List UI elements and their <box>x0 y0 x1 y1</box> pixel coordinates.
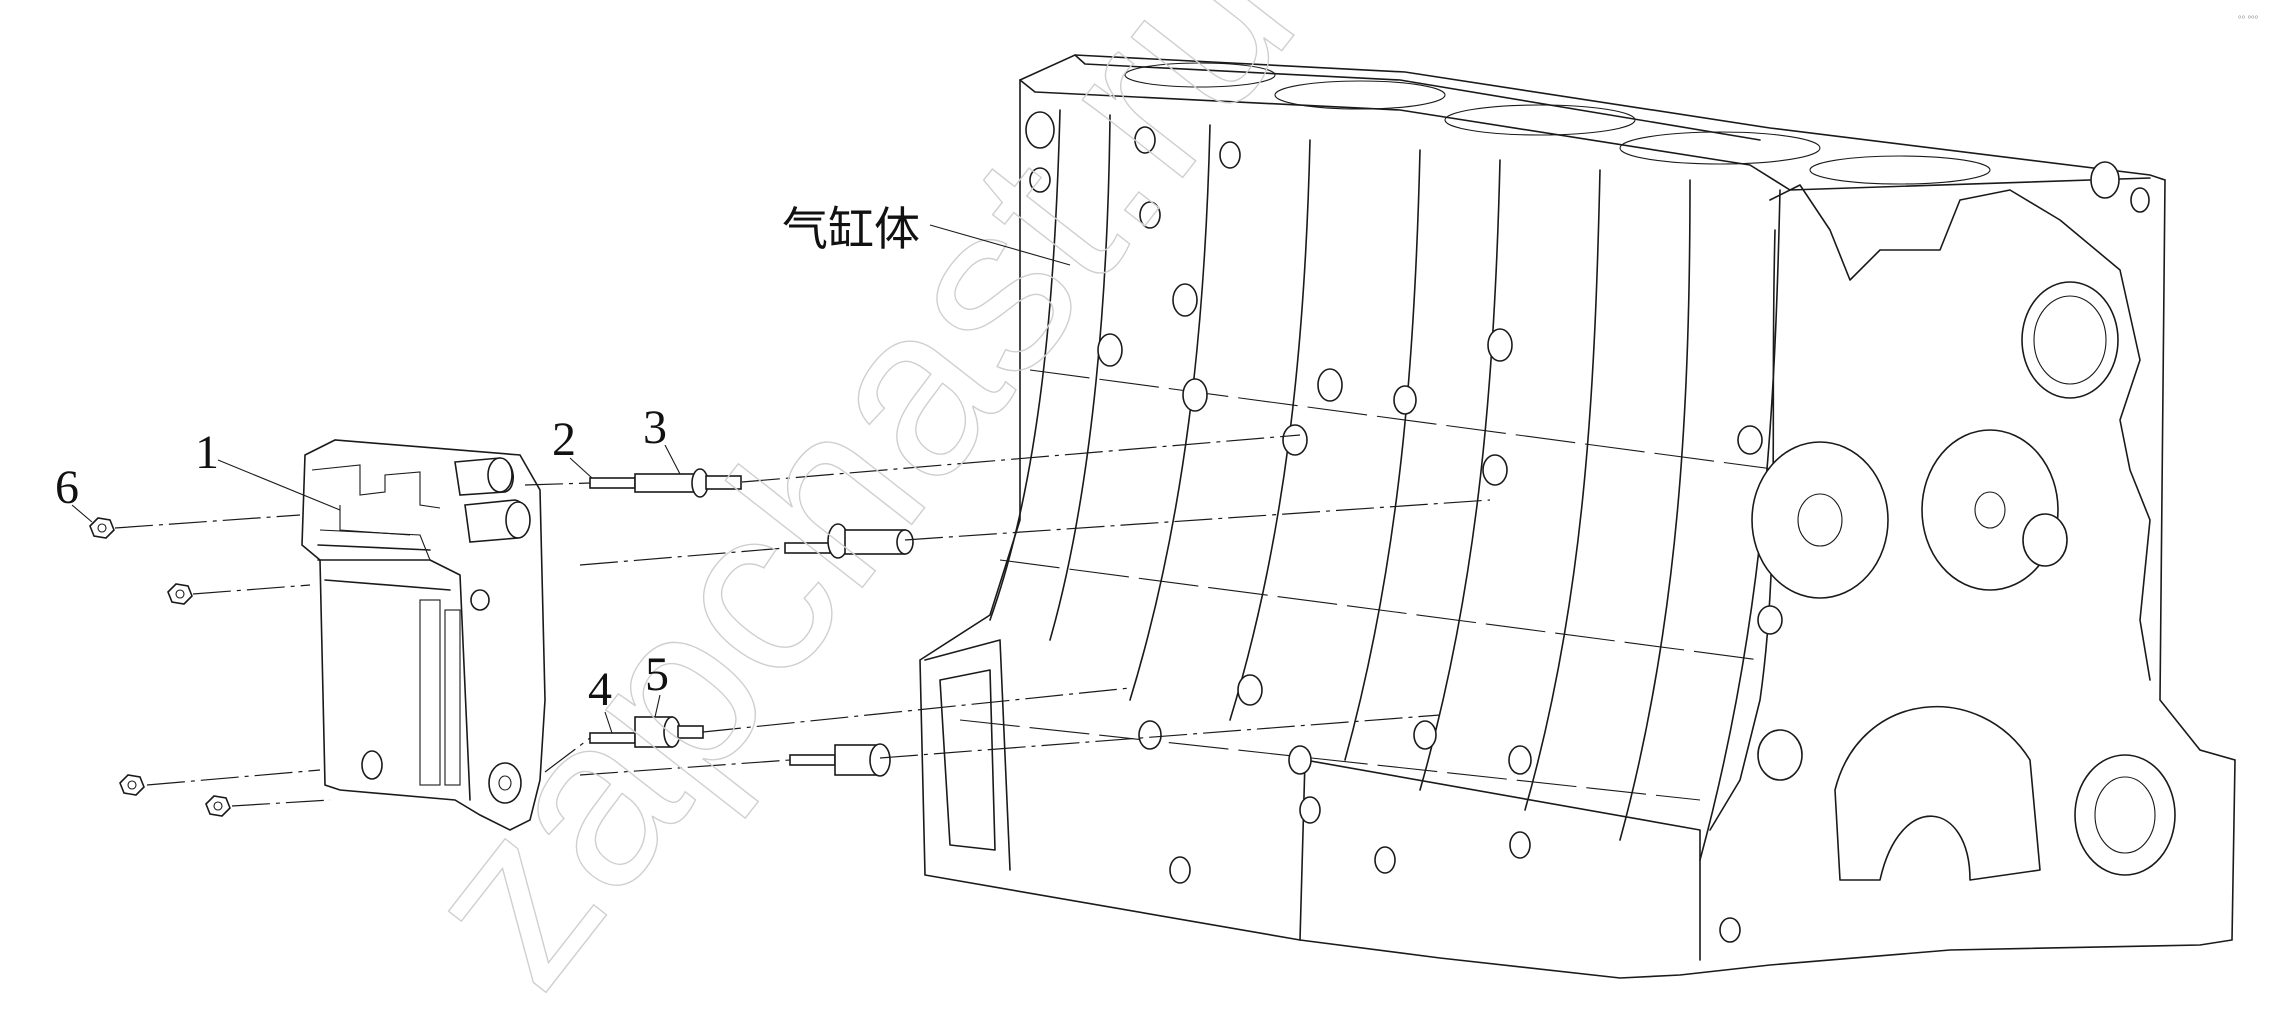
part-6-nuts <box>89 517 231 817</box>
nut-3 <box>119 774 145 796</box>
block-label: 气缸体 <box>782 204 920 255</box>
cylinder-block-outline <box>919 54 2236 979</box>
corner-mark: °° °°° <box>2238 14 2259 24</box>
leader-lines <box>71 224 1071 734</box>
assembly-axes <box>114 434 1491 807</box>
part-2-stud <box>589 477 636 489</box>
callout-2: 2 <box>552 413 576 466</box>
part-5-spacer <box>634 716 704 748</box>
callout-5: 5 <box>645 648 669 701</box>
callout-6: 6 <box>55 461 79 514</box>
callout-1: 1 <box>195 426 219 479</box>
nut-4 <box>205 795 231 817</box>
nut-2 <box>167 583 193 605</box>
callout-3: 3 <box>643 401 667 454</box>
lower-stud-pair <box>784 523 914 559</box>
part-3-sleeve-bolt <box>634 468 742 498</box>
ecu-module <box>301 439 546 831</box>
callout-4: 4 <box>588 663 612 716</box>
lower-spacer-2 <box>789 743 891 777</box>
cylinder-block <box>919 54 2236 979</box>
nut-1 <box>89 517 115 539</box>
